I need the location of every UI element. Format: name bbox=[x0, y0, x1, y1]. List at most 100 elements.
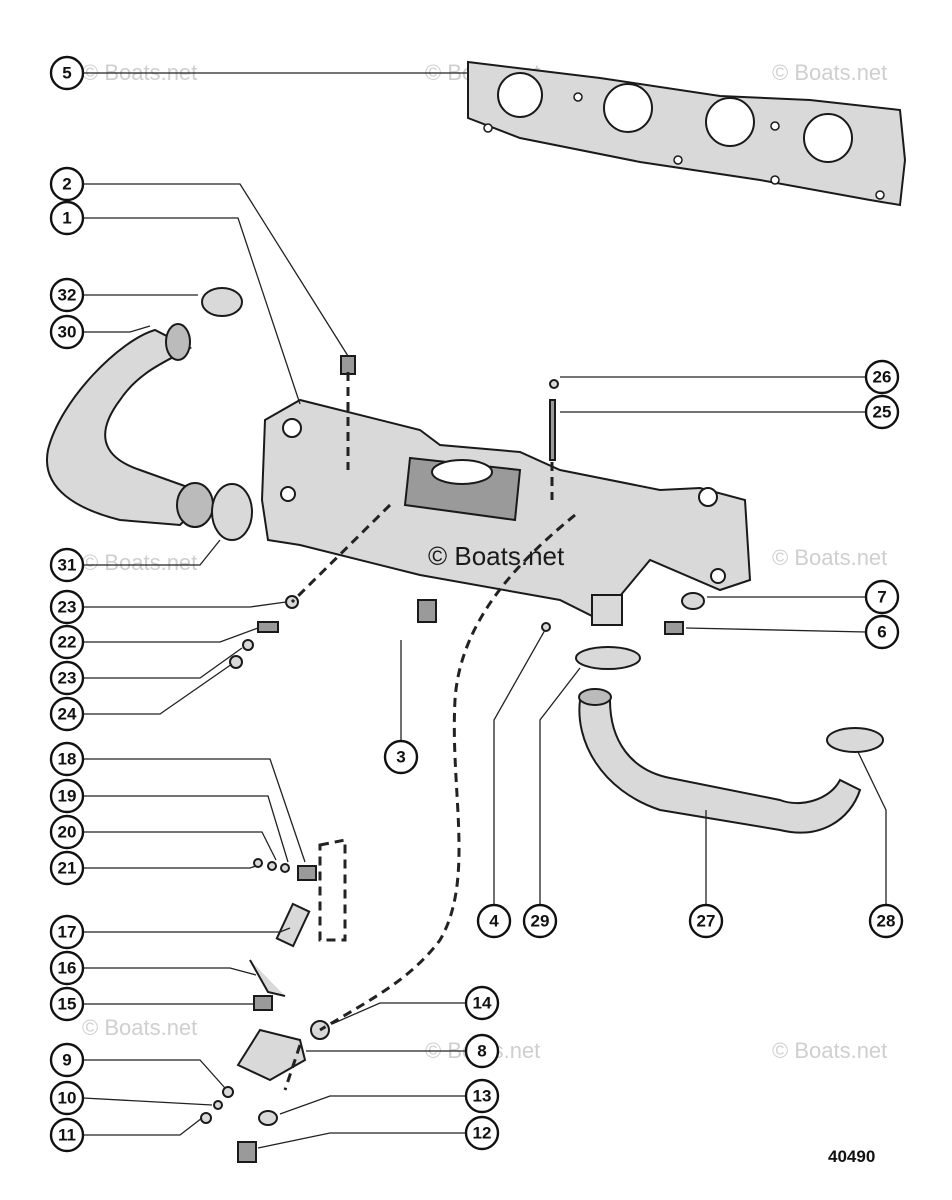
washer-part-23b bbox=[242, 639, 254, 651]
svg-text:14: 14 bbox=[473, 994, 492, 1013]
clamp-part-31 bbox=[211, 483, 253, 541]
washer-part-13 bbox=[258, 1110, 278, 1126]
svg-text:19: 19 bbox=[58, 787, 77, 806]
washer-part-7 bbox=[681, 592, 705, 610]
nut-part-24 bbox=[229, 655, 243, 669]
svg-text:23: 23 bbox=[58, 669, 77, 688]
clamp-part-32 bbox=[201, 287, 243, 317]
svg-text:22: 22 bbox=[58, 633, 77, 652]
svg-text:12: 12 bbox=[473, 1124, 492, 1143]
callout-12: 12 bbox=[464, 1115, 500, 1151]
callout-23b: 23 bbox=[49, 660, 85, 696]
callout-18: 18 bbox=[49, 741, 85, 777]
svg-text:10: 10 bbox=[58, 1089, 77, 1108]
washer-part-10 bbox=[213, 1100, 223, 1110]
svg-text:26: 26 bbox=[873, 368, 892, 387]
watermark-center: © Boats.net bbox=[428, 541, 565, 571]
svg-text:7: 7 bbox=[877, 588, 886, 607]
callout-7: 7 bbox=[864, 579, 900, 615]
callout-15: 15 bbox=[49, 986, 85, 1022]
svg-text:28: 28 bbox=[877, 912, 896, 931]
callout-27: 27 bbox=[688, 903, 724, 939]
callout-21: 21 bbox=[49, 850, 85, 886]
svg-text:18: 18 bbox=[58, 750, 77, 769]
callout-9: 9 bbox=[49, 1042, 85, 1078]
fitting-part-22 bbox=[257, 621, 279, 633]
svg-text:9: 9 bbox=[62, 1051, 71, 1070]
stud-part-25 bbox=[549, 399, 556, 461]
callout-30: 30 bbox=[49, 314, 85, 350]
callout-8: 8 bbox=[464, 1033, 500, 1069]
callout-28: 28 bbox=[868, 903, 904, 939]
fitting-part-15 bbox=[253, 995, 273, 1011]
callouts: 5 2 1 32 30 31 23 22 23 24 18 19 20 21 1… bbox=[49, 55, 904, 1153]
clamp-part-29 bbox=[575, 646, 641, 670]
nut-part-26 bbox=[549, 379, 559, 389]
watermarks: © Boats.net © Boats.net © Boats.net © Bo… bbox=[82, 60, 887, 1063]
callout-19: 19 bbox=[49, 778, 85, 814]
plug-part-4 bbox=[541, 622, 551, 632]
clip-part-18 bbox=[297, 865, 317, 881]
callout-26: 26 bbox=[864, 359, 900, 395]
svg-text:31: 31 bbox=[58, 556, 77, 575]
callout-1: 1 bbox=[49, 200, 85, 236]
svg-text:13: 13 bbox=[473, 1087, 492, 1106]
gasket-part bbox=[467, 60, 907, 207]
plug-part-2 bbox=[340, 355, 356, 375]
callout-17: 17 bbox=[49, 914, 85, 950]
callout-23a: 23 bbox=[49, 589, 85, 625]
connector-part-17 bbox=[275, 902, 311, 948]
svg-text:4: 4 bbox=[489, 912, 499, 931]
svg-text:20: 20 bbox=[58, 823, 77, 842]
watermark-mid-right: © Boats.net bbox=[772, 545, 887, 570]
upper-hose-part bbox=[45, 323, 214, 528]
svg-text:25: 25 bbox=[873, 403, 892, 422]
callout-22: 22 bbox=[49, 624, 85, 660]
svg-text:3: 3 bbox=[396, 748, 405, 767]
washer-part-19 bbox=[280, 863, 290, 873]
callout-16: 16 bbox=[49, 950, 85, 986]
svg-text:17: 17 bbox=[58, 923, 77, 942]
svg-text:24: 24 bbox=[58, 705, 77, 724]
svg-text:15: 15 bbox=[58, 995, 77, 1014]
callout-25: 25 bbox=[864, 394, 900, 430]
svg-text:30: 30 bbox=[58, 323, 77, 342]
svg-text:29: 29 bbox=[531, 912, 550, 931]
nut-part-11 bbox=[200, 1112, 212, 1124]
watermark-top-right: © Boats.net bbox=[772, 60, 887, 85]
svg-text:27: 27 bbox=[697, 912, 716, 931]
callout-24: 24 bbox=[49, 696, 85, 732]
fitting-part-3 bbox=[417, 599, 437, 623]
bracket-part-8 bbox=[236, 1028, 307, 1082]
callout-14: 14 bbox=[464, 985, 500, 1021]
svg-text:5: 5 bbox=[62, 64, 71, 83]
callout-29: 29 bbox=[522, 903, 558, 939]
svg-text:1: 1 bbox=[62, 209, 71, 228]
bolt-part-6 bbox=[664, 621, 684, 635]
callout-13: 13 bbox=[464, 1078, 500, 1114]
callout-6: 6 bbox=[864, 614, 900, 650]
svg-text:16: 16 bbox=[58, 959, 77, 978]
callout-20: 20 bbox=[49, 814, 85, 850]
svg-text:32: 32 bbox=[58, 286, 77, 305]
watermark-mid-left: © Boats.net bbox=[82, 550, 197, 575]
callout-11: 11 bbox=[49, 1117, 85, 1153]
rod-part-16 bbox=[249, 959, 286, 997]
washer-part-20 bbox=[267, 861, 277, 871]
washer-part-9 bbox=[222, 1086, 234, 1098]
svg-text:8: 8 bbox=[477, 1042, 486, 1061]
callout-3: 3 bbox=[383, 739, 419, 775]
clamp-part-28 bbox=[826, 727, 884, 753]
svg-text:6: 6 bbox=[877, 623, 886, 642]
callout-10: 10 bbox=[49, 1080, 85, 1116]
callout-4: 4 bbox=[476, 903, 512, 939]
drawing-number: 40490 bbox=[828, 1147, 875, 1166]
callout-31: 31 bbox=[49, 547, 85, 583]
bolt-part-12 bbox=[237, 1141, 257, 1163]
svg-text:2: 2 bbox=[62, 175, 71, 194]
intake-manifold-part bbox=[260, 398, 752, 626]
callout-2: 2 bbox=[49, 166, 85, 202]
nut-part-21 bbox=[253, 858, 263, 868]
watermark-bottom-left: © Boats.net bbox=[82, 1015, 197, 1040]
